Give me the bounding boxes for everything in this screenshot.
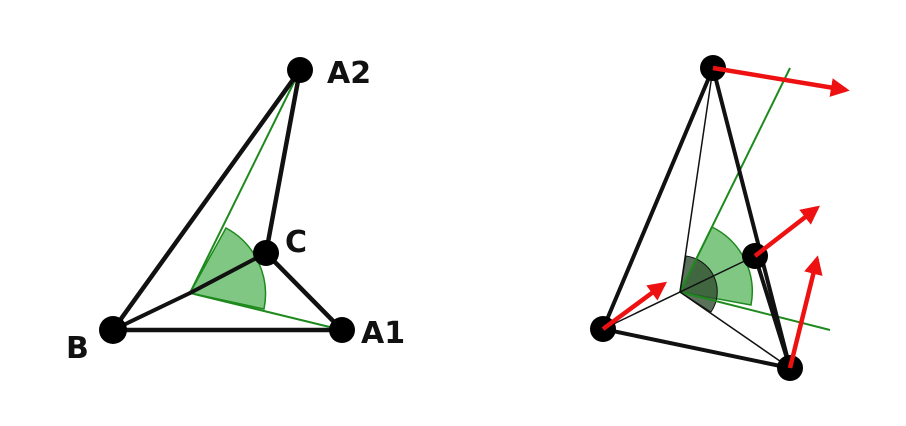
right-edge-top-left bbox=[601, 66, 715, 331]
label-c: C bbox=[285, 225, 307, 260]
right-plane-line-short bbox=[679, 291, 831, 331]
right-thin-edge-left-right bbox=[602, 255, 756, 330]
label-a2: A2 bbox=[327, 56, 371, 91]
edge-c-a1 bbox=[263, 250, 345, 333]
force-arrow-left bbox=[601, 281, 668, 331]
force-arrow-bottom bbox=[787, 255, 823, 369]
vertex-c bbox=[253, 240, 279, 266]
edge-b-a2 bbox=[110, 67, 303, 333]
label-b: B bbox=[66, 331, 89, 366]
vertex-a1 bbox=[329, 317, 355, 343]
vertex-b bbox=[99, 316, 127, 344]
left-tetrahedron: A2 C B A1 bbox=[66, 56, 405, 366]
right-edge-top-bottom bbox=[711, 66, 792, 370]
vertex-a2 bbox=[287, 57, 313, 83]
right-edge-right-bottom bbox=[753, 254, 792, 370]
edge-midpoint-c bbox=[188, 251, 268, 295]
right-thin-edge-top-mid bbox=[679, 67, 714, 293]
label-a1: A1 bbox=[361, 316, 405, 351]
right-plane-line-long bbox=[679, 67, 791, 293]
force-arrow-top bbox=[712, 65, 850, 97]
right-tetrahedron bbox=[590, 55, 850, 381]
edge-c-a2 bbox=[263, 67, 303, 256]
left-plane-line-to-a1 bbox=[189, 292, 343, 331]
right-edge-left-bottom bbox=[601, 327, 792, 370]
left-plane-line-to-a2 bbox=[189, 69, 301, 294]
edge-b-midpoint bbox=[111, 291, 192, 332]
force-arrow-right bbox=[753, 205, 820, 258]
right-thin-edge-mid-bottom bbox=[679, 291, 791, 369]
